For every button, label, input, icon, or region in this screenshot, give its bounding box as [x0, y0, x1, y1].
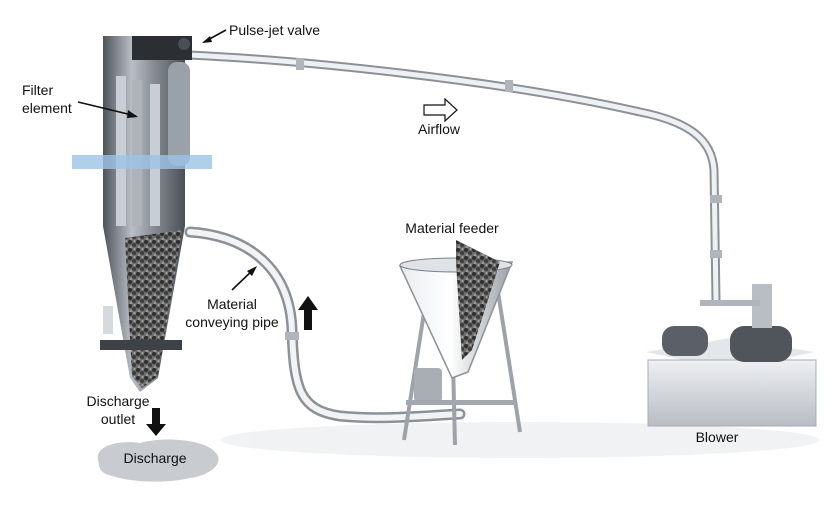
material-feeder: [398, 240, 522, 446]
airflow-arrow: [423, 97, 458, 123]
blower-motor: [662, 326, 708, 356]
material-feeder-label: Material feeder: [405, 220, 499, 236]
pipe-coupling: [710, 195, 722, 203]
discharge-outlet-label-2: outlet: [101, 411, 135, 427]
receiver-pellet-fill: [125, 230, 182, 388]
filter-element-pointer: [77, 101, 137, 117]
pulse-jet-tank: [168, 62, 190, 166]
airflow-label: Airflow: [418, 121, 461, 137]
platform: [72, 155, 212, 169]
conveying-direction-arrow: [298, 296, 318, 330]
side-fitting: [103, 306, 113, 334]
discharge-direction-arrow: [146, 408, 166, 436]
filter-cartridge: [132, 80, 142, 226]
blower-base-box: [647, 359, 817, 427]
filter-element-label: Filter: [22, 82, 53, 98]
blower-unit: [730, 326, 792, 362]
pipe-coupling: [710, 250, 722, 258]
discharge-pool: [97, 439, 219, 482]
air-return-pipe-highlight: [185, 52, 719, 303]
discharge-outlet-label: Discharge: [86, 393, 149, 409]
pipe-coupling: [285, 332, 299, 340]
pulse-jet-valve: [178, 38, 190, 50]
feeder-crossbar: [406, 400, 516, 405]
discharge-label: Discharge: [123, 450, 186, 466]
material-conveying-pipe-label-2: conveying pipe: [185, 314, 279, 330]
blower-label: Blower: [696, 429, 739, 445]
material-conveying-pipe-highlight: [187, 229, 463, 421]
pulse-jet-valve-label: Pulse-jet valve: [229, 22, 320, 38]
blower-inlet: [700, 300, 760, 306]
filter-receiver: [72, 36, 212, 392]
filter-element-pointer-head: [127, 110, 138, 118]
filter-cartridge: [116, 76, 126, 226]
filter-element-label-2: element: [22, 100, 72, 116]
rotary-valve: [414, 368, 442, 402]
feeder-pellet-fill: [456, 240, 500, 360]
floor-shadow: [220, 422, 820, 458]
support-ledge: [100, 340, 182, 350]
material-conveying-pipe-label: Material: [207, 296, 257, 312]
pulse-jet-valve-pointer-head: [202, 36, 212, 43]
blower-silencer: [752, 284, 772, 328]
pipe-coupling: [505, 80, 513, 92]
blower: [646, 284, 817, 427]
pipe-coupling: [296, 58, 304, 70]
material-conveying-pipe-pointer-head: [247, 266, 257, 276]
